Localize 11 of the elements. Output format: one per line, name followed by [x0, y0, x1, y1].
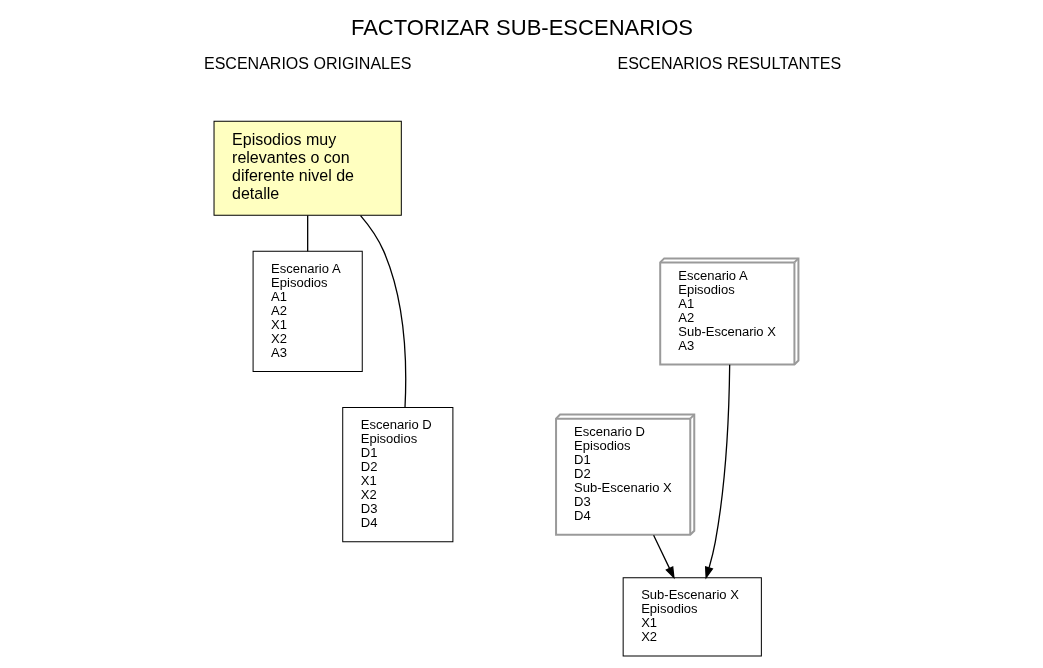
arrow	[652, 534, 675, 579]
arrow	[704, 363, 730, 579]
node-box: Episodios muy relevantes o con diferente nivel de detalle	[213, 120, 402, 216]
node-box: Escenario D Episodios D1 D2 X1 X2 D3 D4	[341, 406, 453, 542]
connector	[359, 214, 406, 408]
connector	[306, 214, 308, 252]
label: ESCENARIOS RESULTANTES	[616, 53, 841, 72]
node-box: Escenario A Episodios A1 A2 X1 X2 A3	[252, 250, 363, 372]
label: ESCENARIOS ORIGINALES	[203, 53, 411, 72]
node-box: Sub-Escenario X Episodios X1 X2	[622, 576, 762, 656]
diagram-title: FACTORIZAR SUB-ESCENARIOS	[350, 14, 693, 40]
